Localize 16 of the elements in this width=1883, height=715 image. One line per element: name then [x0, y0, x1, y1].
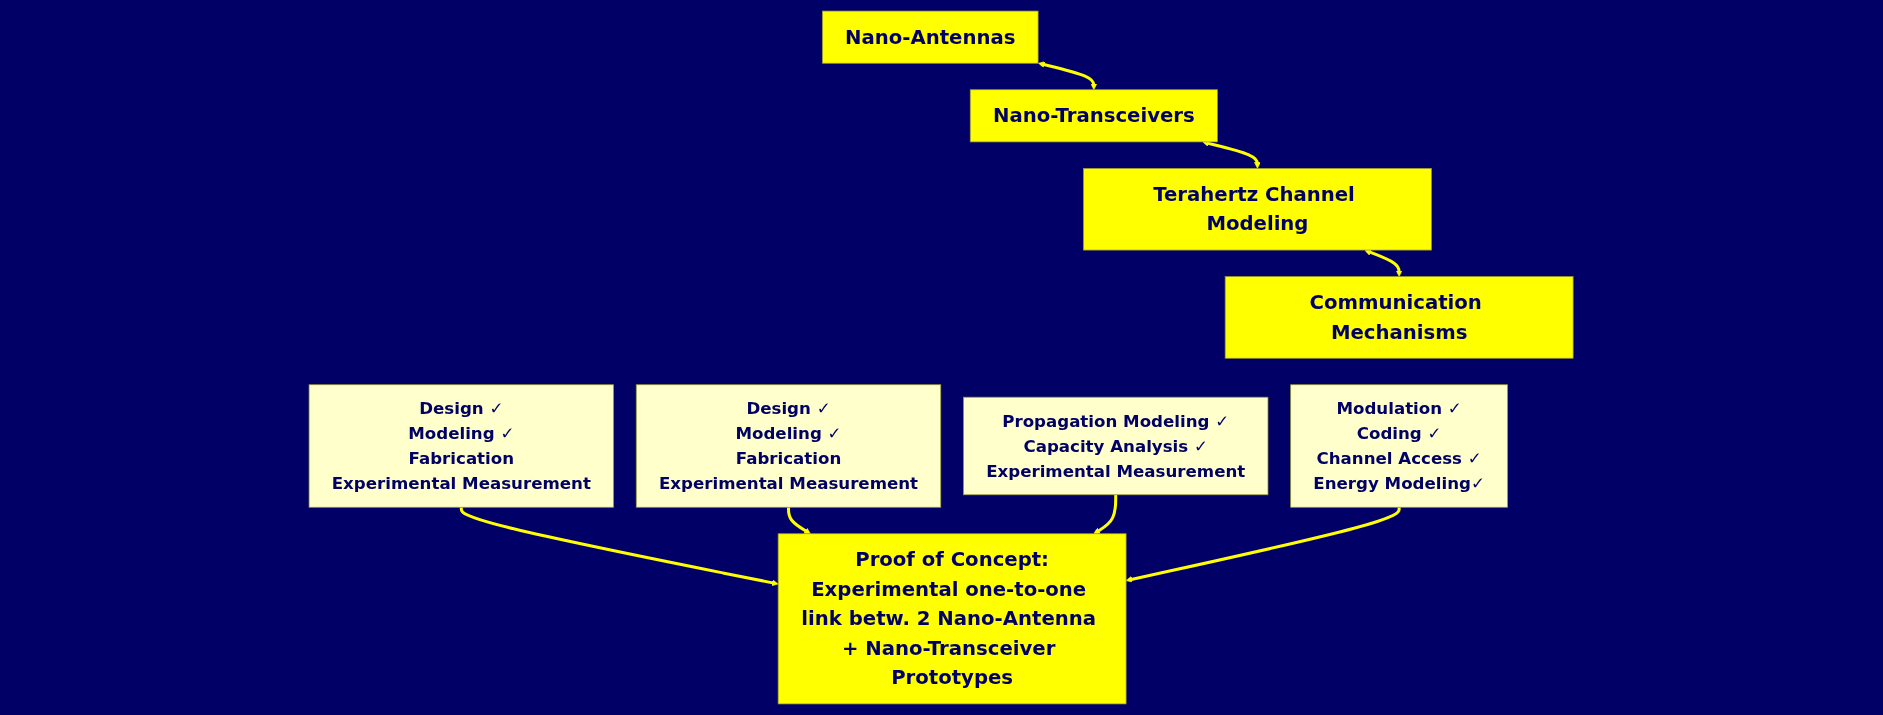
arrow	[1093, 494, 1118, 535]
arrow	[787, 507, 812, 535]
arrow	[1126, 507, 1402, 583]
arrow	[460, 507, 779, 587]
arrow	[1364, 249, 1403, 277]
node-box: Design ✓ Modeling ✓ Fabrication Experimental Measurement	[309, 384, 615, 508]
node-box: Nano-Transceivers	[970, 89, 1219, 143]
arrow	[1038, 61, 1098, 90]
node-box: Design ✓ Modeling ✓ Fabrication Experimental Measurement	[636, 384, 942, 508]
node-box: Communication Mechanisms	[1225, 276, 1574, 359]
arrow	[1202, 140, 1262, 169]
node-box: Propagation Modeling ✓ Capacity Analysis ✓ Experimental Measurement	[963, 396, 1269, 496]
node-box: Modulation ✓ Coding ✓ Channel Access ✓ Energy Modeling✓	[1290, 384, 1509, 508]
node-box: Proof of Concept: Experimental one-to-one link betw. 2 Nano-Antenna + Nano-Transceiver Prototypes	[778, 533, 1127, 705]
node-box: Terahertz Channel Modeling	[1083, 168, 1433, 251]
node-box: Nano-Antennas	[822, 10, 1039, 64]
